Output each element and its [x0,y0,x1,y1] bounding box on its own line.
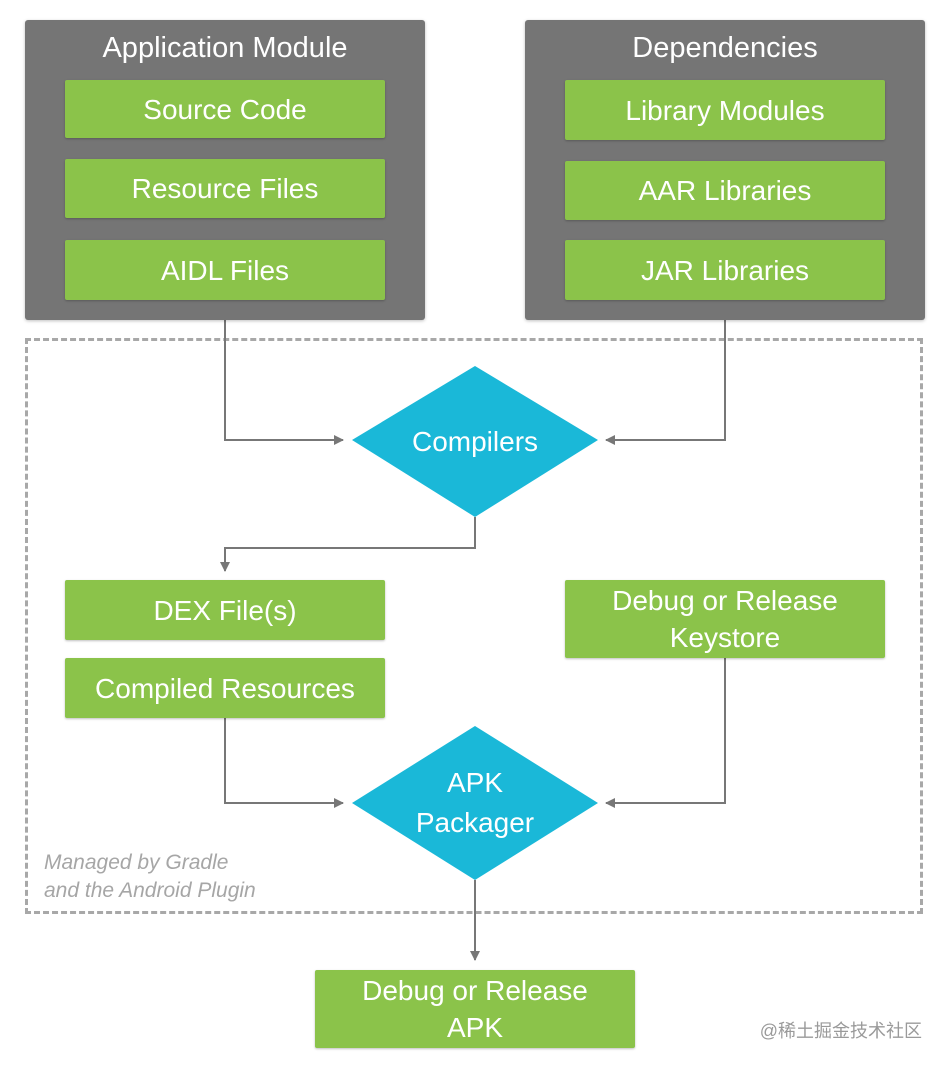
packager-diamond [352,726,598,880]
connector-compilers-to-dex [220,517,476,572]
keystore-box: Debug or Release Keystore [565,580,885,658]
aidl-files-box: AIDL Files [65,240,385,300]
connector-deps-to-compilers [605,320,726,445]
compiled-resources-box: Compiled Resources [65,658,385,718]
resource-files-box: Resource Files [65,159,385,218]
connector-resources-to-packager [224,718,344,808]
connector-app-to-compilers [224,320,344,445]
compilers-diamond [352,366,598,517]
final-apk-box: Debug or Release APK [315,970,635,1048]
dependencies-title: Dependencies [632,32,818,64]
jar-libraries-box: JAR Libraries [565,240,885,300]
library-modules-box: Library Modules [565,80,885,140]
apk-packager-label: APK Packager [415,767,535,838]
aar-libraries-box: AAR Libraries [565,161,885,220]
managed-by-gradle-note: Managed by Gradle and the Android Plugin [44,851,256,902]
dex-files-box: DEX File(s) [65,580,385,640]
watermark-text: @稀土掘金技术社区 [759,1021,922,1041]
application-module-title: Application Module [102,32,348,64]
source-code-box: Source Code [65,80,385,138]
compilers-label: Compilers [411,425,539,457]
connector-keystore-to-packager [605,658,726,808]
